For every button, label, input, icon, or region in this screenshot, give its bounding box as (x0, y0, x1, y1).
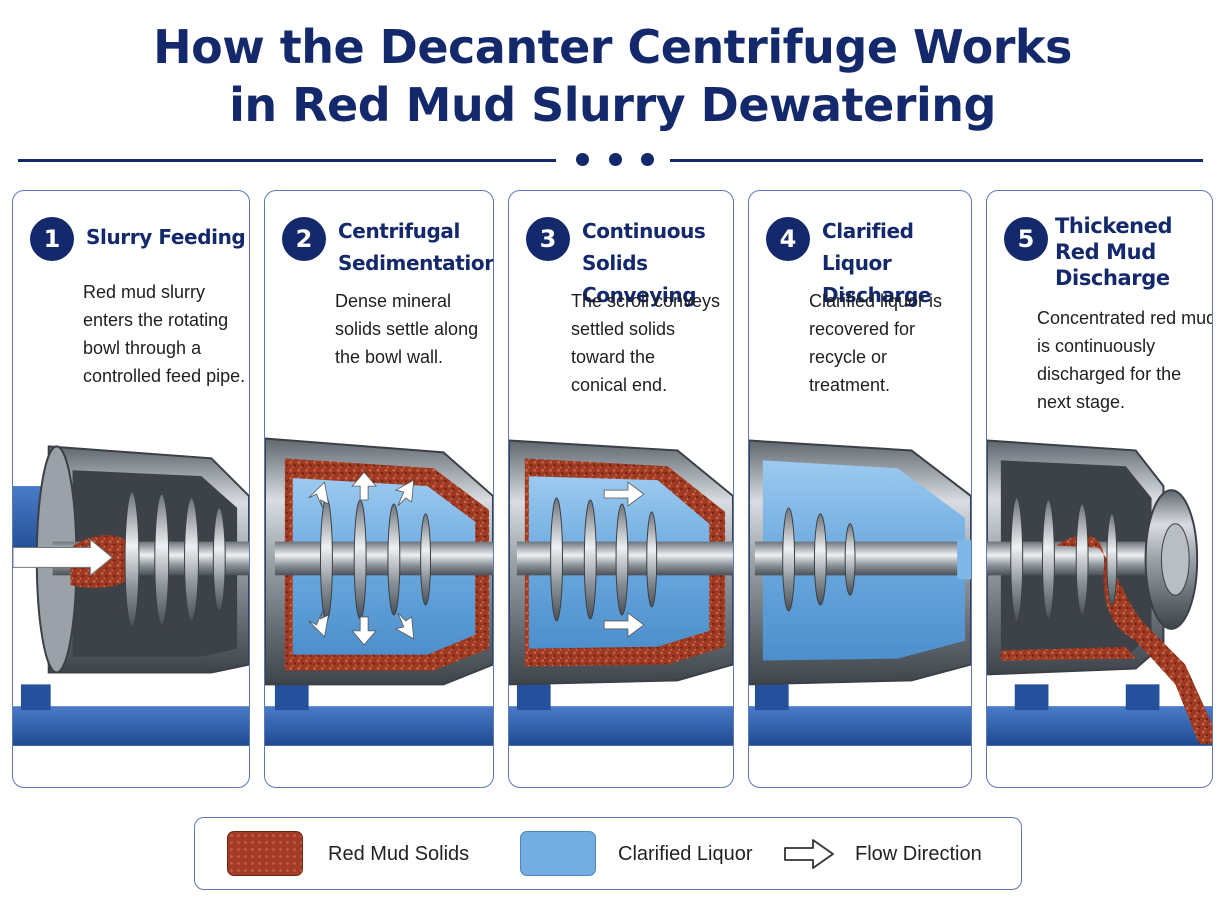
thickened-red-mud-discharge (1056, 535, 1212, 744)
flow-arrow (13, 538, 113, 577)
legend-flow-label: Flow Direction (855, 843, 982, 865)
divider-dots (576, 153, 654, 167)
step-1-title: Slurry Feeding (86, 225, 246, 249)
page-title: How the Decanter Centrifuge Works in Red… (0, 18, 1225, 134)
page-title-line-2: in Red Mud Slurry Dewatering (229, 78, 996, 132)
step-1-number-badge: 1 (30, 217, 74, 261)
step-3-title: Continuous Solids Conveying (582, 219, 706, 307)
step-panel-5: 5 Thickened Red Mud Discharge Concentrat… (986, 190, 1213, 788)
step-1-centrifuge-illustration (13, 445, 249, 746)
legend-red-mud-swatch (227, 831, 303, 876)
base-frame (13, 706, 249, 746)
step-5-title: Thickened Red Mud Discharge (1055, 214, 1173, 290)
flow-direction-arrow-icon (784, 839, 834, 869)
step-5-centrifuge-illustration (987, 439, 1212, 746)
legend-red-mud-label: Red Mud Solids (328, 843, 470, 865)
step-3-centrifuge-illustration (509, 439, 733, 746)
legend-liquor-label: Clarified Liquor (618, 843, 753, 865)
step-4-number-badge: 4 (766, 217, 810, 261)
step-panel-2: 2 Centrifugal Sedimentation Dense minera… (264, 190, 494, 788)
step-5-number-badge: 5 (1004, 217, 1048, 261)
step-2-description: Dense mineral solids settle along the bo… (335, 291, 479, 367)
step-1-description: Red mud slurry enters the rotating bowl … (83, 282, 246, 386)
step-2-centrifuge-illustration (265, 437, 493, 746)
liquor-outlet (957, 539, 971, 580)
step-panel-3: 3 Continuous Solids Conveying The scroll… (508, 190, 734, 788)
title-divider-right (670, 159, 1203, 162)
legend-liquor-swatch (520, 831, 596, 876)
step-2-title: Centrifugal Sedimentation (338, 219, 494, 275)
settling-arrows (308, 471, 415, 646)
step-4-title: Clarified Liquor Discharge (822, 219, 932, 307)
step-2-number-badge: 2 (282, 217, 326, 261)
step-5-description: Concentrated red mud is continuously dis… (1037, 308, 1213, 412)
step-3-number-badge: 3 (526, 217, 570, 261)
step-3-description: The scroll conveys settled solids toward… (571, 291, 721, 395)
title-divider-left (18, 159, 556, 162)
legend: Red Mud Solids Clarified Liquor Flow Dir… (194, 817, 1022, 890)
page-title-line-1: How the Decanter Centrifuge Works (153, 20, 1072, 74)
step-4-description: Clarified liquor is recovered for recycl… (809, 291, 943, 395)
step-panel-4: 4 Clarified Liquor Discharge Clarified l… (748, 190, 972, 788)
step-panel-1: 1 Slurry Feeding Red mud slurry enters t… (12, 190, 250, 788)
step-4-centrifuge-illustration (749, 439, 971, 746)
